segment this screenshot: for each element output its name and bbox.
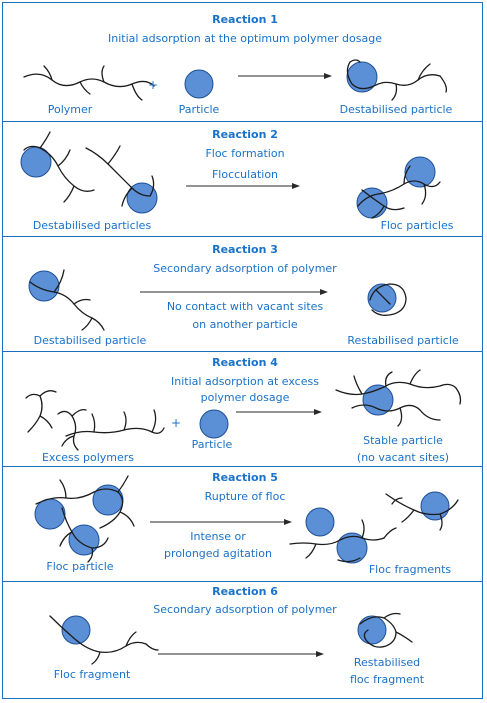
reaction-3-arrow-label-2: on another particle <box>192 318 298 331</box>
reaction-2-arrow <box>186 183 300 189</box>
reaction-5-reactant-label: Floc particle <box>46 560 114 573</box>
reaction-6-product <box>357 612 413 648</box>
reaction-6-reactant-label: Floc fragment <box>53 668 131 681</box>
reaction-6-title: Reaction 6 <box>212 585 278 598</box>
reaction-2-product-label: Floc particles <box>380 219 454 232</box>
reaction-4-reactant-label: Excess polymers <box>41 451 135 464</box>
divider-5 <box>2 581 483 582</box>
reaction-3-product <box>367 283 407 316</box>
reaction-6-reactant <box>49 615 159 665</box>
reaction-2-title: Reaction 2 <box>212 128 278 141</box>
reaction-5-title: Reaction 5 <box>212 471 278 484</box>
reaction-1-particle <box>184 69 214 99</box>
reaction-3-arrow <box>140 289 328 295</box>
reaction-2-description: Floc formation <box>205 147 285 160</box>
reaction-4-title: Reaction 4 <box>212 356 278 369</box>
reaction-6-product-label-2: floc fragment <box>349 673 425 686</box>
reaction-5-arrow <box>150 519 292 525</box>
divider-4 <box>2 466 483 467</box>
reaction-5-arrow-label-2: prolonged agitation <box>164 547 272 560</box>
reaction-4-description-2: polymer dosage <box>200 391 290 404</box>
reaction-1-polymer <box>23 65 155 101</box>
reaction-5-product-label: Floc fragments <box>368 563 452 576</box>
reaction-1-plus: + <box>147 78 159 92</box>
reaction-2-arrow-label: Flocculation <box>211 168 279 181</box>
reaction-4-plus: + <box>170 416 182 430</box>
reaction-6-description: Secondary adsorption of polymer <box>153 603 337 616</box>
reaction-5-product <box>289 491 459 564</box>
divider-2 <box>2 236 483 237</box>
reaction-2-reactant <box>20 131 158 214</box>
reaction-3-reactant <box>28 269 105 331</box>
reaction-4-product-label-2: (no vacant sites) <box>356 451 450 464</box>
reaction-2-product <box>356 156 441 219</box>
reaction-1-product-label: Destabilised particle <box>339 103 453 116</box>
divider-3 <box>2 351 483 352</box>
reaction-1-product <box>346 59 448 101</box>
reaction-4-particle <box>199 409 229 439</box>
reaction-4-particle-label: Particle <box>191 438 233 451</box>
reaction-3-reactant-label: Destabilised particle <box>33 334 147 347</box>
reaction-5-description: Rupture of floc <box>204 490 286 503</box>
diagram-frame <box>2 2 483 699</box>
reaction-2-reactant-label: Destabilised particles <box>32 219 152 232</box>
reaction-4-product <box>335 369 462 427</box>
reaction-4-arrow <box>236 409 322 415</box>
divider-1 <box>2 121 483 122</box>
reaction-1-title: Reaction 1 <box>212 13 278 26</box>
reaction-1-arrow <box>238 73 332 79</box>
reaction-1-polymer-label: Polymer <box>47 103 93 116</box>
reaction-3-arrow-label-1: No contact with vacant sites <box>166 300 324 313</box>
reaction-5-arrow-label-1: Intense or <box>190 530 246 543</box>
reaction-3-product-label: Restabilised particle <box>347 334 459 347</box>
reaction-3-description: Secondary adsorption of polymer <box>153 262 337 275</box>
reaction-4-product-label-1: Stable particle <box>363 434 443 447</box>
reaction-6-arrow <box>158 651 324 657</box>
reaction-3-title: Reaction 3 <box>212 243 278 256</box>
reaction-6-product-label-1: Restabilised <box>353 656 421 669</box>
reaction-1-particle-label: Particle <box>178 103 220 116</box>
reaction-1-description: Initial adsorption at the optimum polyme… <box>108 32 382 45</box>
reaction-5-reactant <box>34 475 135 563</box>
reaction-4-description-1: Initial adsorption at excess <box>171 375 319 388</box>
reaction-4-excess-polymers <box>25 390 165 451</box>
